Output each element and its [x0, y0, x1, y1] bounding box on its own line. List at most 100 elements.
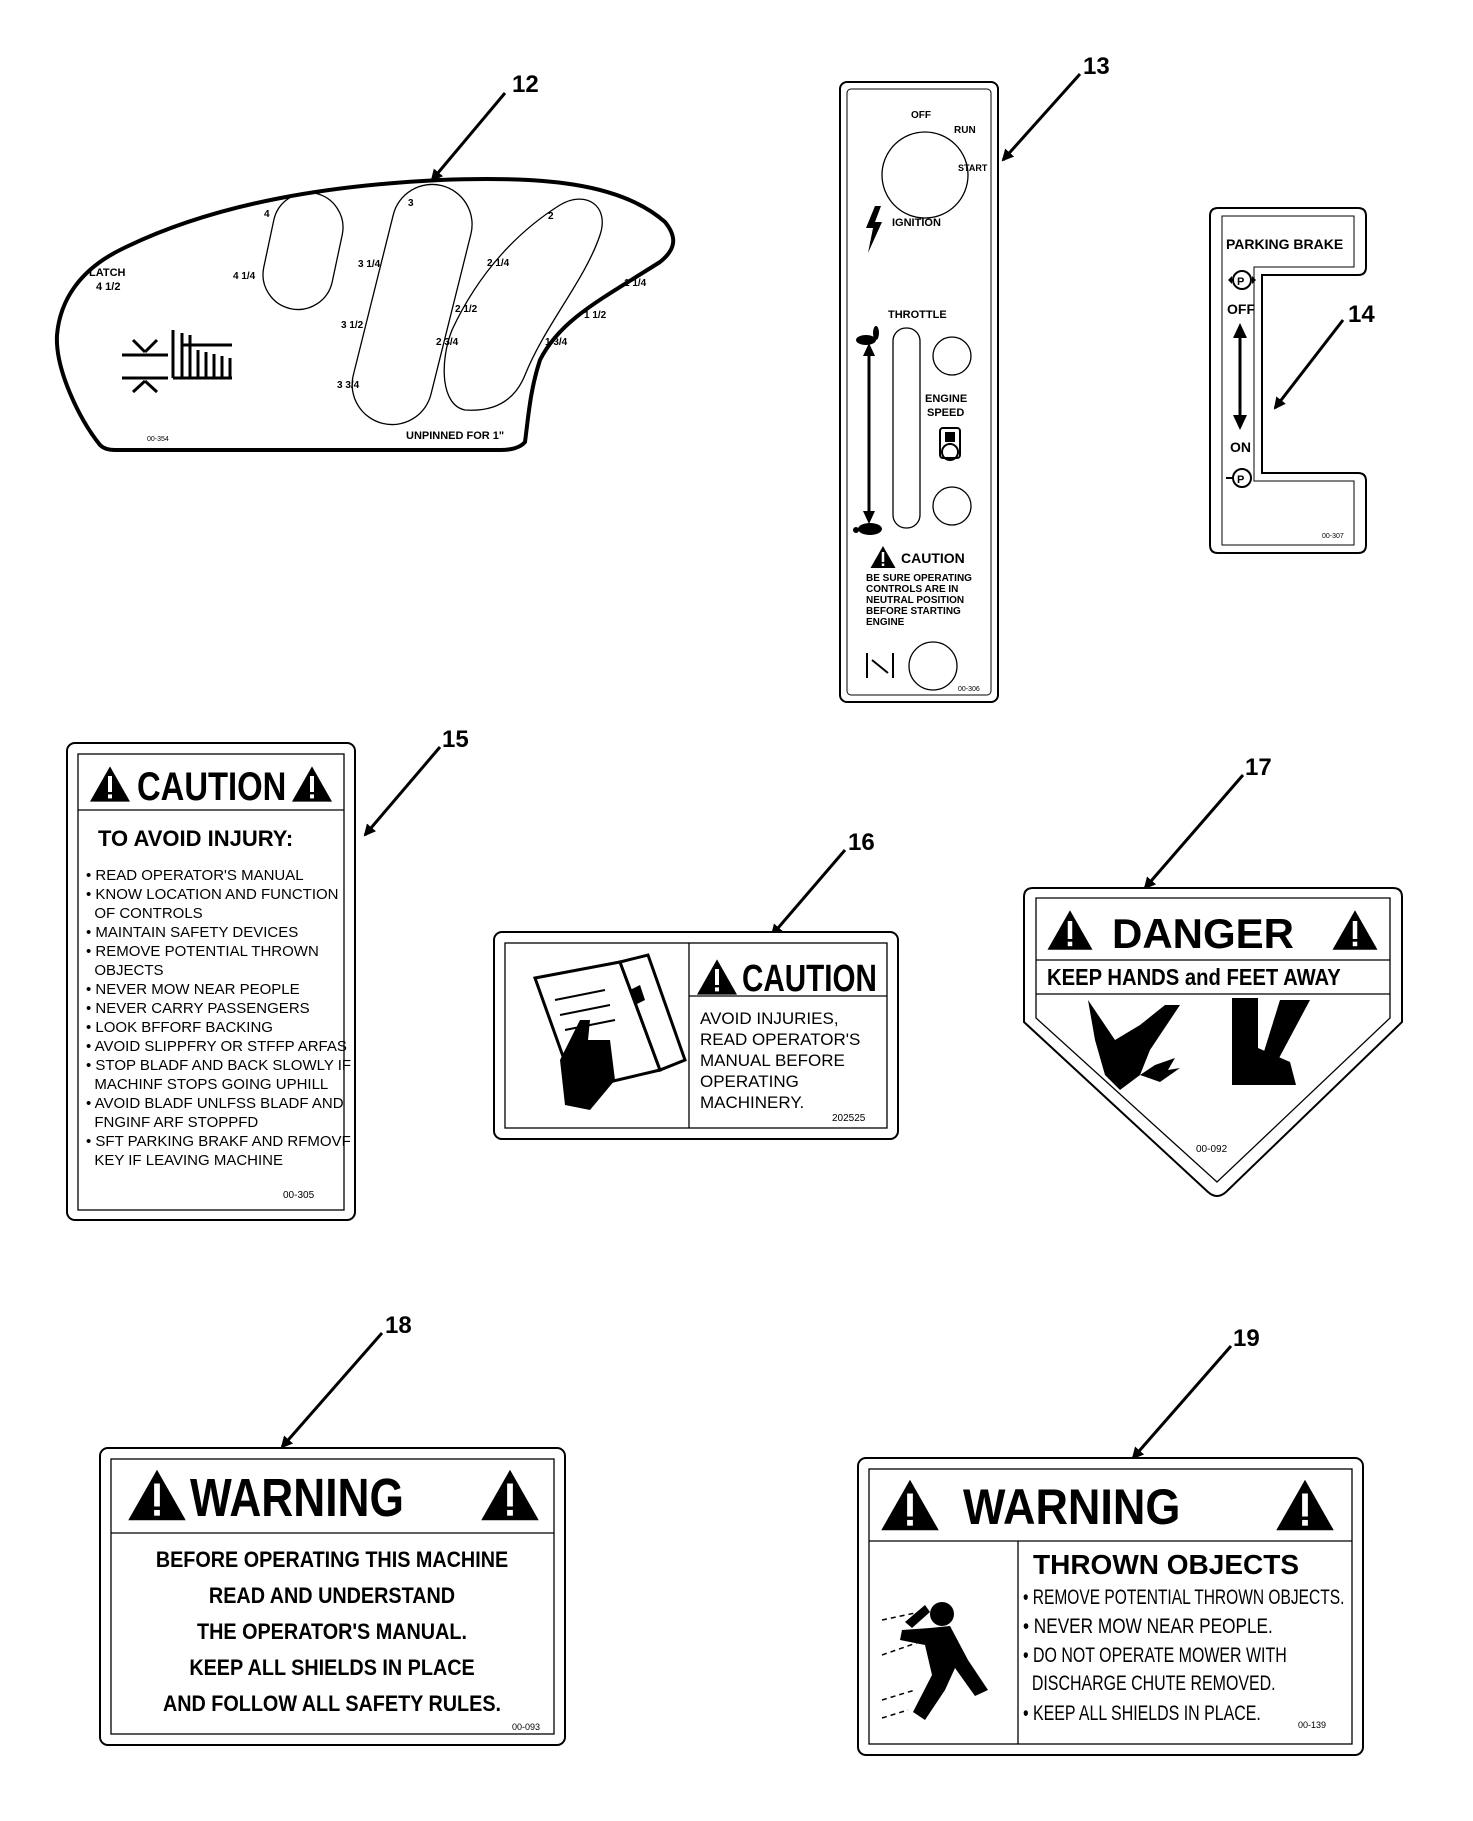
callout-number: 13: [1083, 53, 1110, 80]
callout-number: 12: [512, 71, 539, 98]
decal-inner-border: [846, 88, 992, 696]
lightning-icon: [866, 206, 882, 253]
parking-brake-icon-top: P: [1228, 270, 1256, 290]
instruction-line: AND FOLLOW ALL SAFETY RULES.: [163, 1692, 501, 1716]
caution-line: BE SURE OPERATING: [866, 573, 972, 584]
decal-17-danger-hands-feet: DANGER KEEP HANDS and FEET AWAY 00-092: [1023, 887, 1403, 1197]
callout-arrow: [363, 746, 442, 837]
decal-14-parking-brake: PARKING BRAKE P OFF ON P 00-307: [1209, 207, 1367, 554]
turtle-icon: [853, 523, 882, 535]
hand-blade-icon: [1088, 1000, 1180, 1090]
ignition-key-hole: [881, 131, 969, 219]
throttle-label: THROTTLE: [888, 309, 947, 321]
instruction-line: AVOID INJURIES,: [700, 1009, 839, 1028]
speed-label: SPEED: [927, 407, 964, 419]
height-label: 2 3/4: [436, 337, 459, 348]
decal-code: 00-305: [283, 1190, 315, 1201]
slot-left: [262, 191, 344, 311]
height-label: 4: [264, 209, 270, 220]
callout-arrow: [1001, 72, 1082, 162]
callout-number: 17: [1245, 754, 1272, 781]
list-item: • STOP BLADF AND BACK SLOWLY IF: [86, 1057, 351, 1074]
callout-arrow: [280, 1332, 384, 1449]
list-item: OBJECTS: [86, 962, 164, 979]
instruction-list: • READ OPERATOR'S MANUAL • KNOW LOCATION…: [86, 867, 351, 1169]
subtitle: KEEP HANDS and FEET AWAY: [1047, 964, 1341, 991]
instruction-line: MACHINERY.: [700, 1093, 804, 1112]
list-item: • NEVER MOW NEAR PEOPLE.: [1023, 1616, 1273, 1639]
subtitle: TO AVOID INJURY:: [98, 826, 293, 851]
decal-inner-border: [868, 1468, 1353, 1745]
caution-line: BEFORE STARTING: [866, 606, 961, 617]
decal-12-height-of-cut: LATCH 4 1/2 4 4 1/4 3 3 1/4 3 1/2 3 3/4 …: [54, 176, 676, 452]
instruction-line: OPERATING: [700, 1072, 799, 1091]
callout-arrow: [770, 849, 847, 937]
callout-19: 19: [1131, 1325, 1260, 1460]
list-item: • AVOID BLADF UNLFSS BLADF AND: [86, 1095, 344, 1112]
decal-code: 00-306: [958, 686, 980, 693]
decal-code: 00-354: [147, 436, 169, 443]
run-label: RUN: [954, 125, 976, 136]
off-label: OFF: [1227, 301, 1255, 317]
decal-outline: [54, 176, 676, 452]
thrown-object-person-icon: [881, 1602, 988, 1720]
callout-18: 18: [280, 1312, 412, 1449]
svg-text:P: P: [1237, 474, 1244, 486]
engine-label: ENGINE: [925, 393, 967, 405]
callout-arrow: [430, 92, 507, 182]
height-label: 3 3/4: [337, 380, 360, 391]
decal-16-read-manual: CAUTION AVOID INJURIES, READ OPERATOR'S …: [493, 931, 899, 1140]
rabbit-icon: [856, 326, 879, 345]
decal-outline: [839, 81, 999, 703]
callout-number: 15: [442, 726, 469, 753]
off-label: OFF: [911, 110, 931, 121]
subtitle: THROWN OBJECTS: [1033, 1549, 1299, 1580]
caution-line: ENGINE: [866, 617, 905, 628]
svg-text:P: P: [1237, 276, 1244, 288]
engine-speed-knob-lower: [932, 486, 972, 526]
instruction-line: READ AND UNDERSTAND: [209, 1584, 455, 1608]
list-item: • NEVER CARRY PASSENGERS: [86, 1000, 310, 1017]
parking-brake-title: PARKING BRAKE: [1226, 236, 1343, 252]
list-item: FNGINF ARF STOPPFD: [86, 1114, 258, 1131]
height-label: 2: [548, 211, 554, 222]
decal-code: 202525: [832, 1113, 866, 1124]
warning-header: WARNING: [190, 1468, 404, 1528]
list-item: MACHINF STOPS GOING UPHILL: [86, 1076, 328, 1093]
list-item: KEY IF LEAVING MACHINE: [86, 1152, 283, 1169]
instruction-line: READ OPERATOR'S: [700, 1030, 860, 1049]
callout-number: 19: [1233, 1325, 1260, 1352]
engine-speed-icon: [939, 427, 961, 461]
decal-inner-border: [1221, 215, 1355, 546]
decal-inner-border: [504, 942, 888, 1129]
height-label: 3 1/2: [341, 320, 364, 331]
caution-header: CAUTION: [137, 764, 286, 809]
callout-number: 14: [1348, 301, 1375, 328]
callout-16: 16: [770, 829, 875, 937]
instruction-line: KEEP ALL SHIELDS IN PLACE: [189, 1656, 474, 1680]
height-label: 1 1/2: [584, 310, 607, 321]
list-item: • NEVER MOW NEAR PEOPLE: [86, 981, 300, 998]
manual-book-icon: [532, 953, 687, 1110]
decal-inner-border: [77, 753, 345, 1211]
height-label: 3 1/4: [358, 259, 381, 270]
list-item: • MAINTAIN SAFETY DEVICES: [86, 924, 298, 941]
height-label: 3: [408, 198, 414, 209]
decal-outline: [1209, 207, 1367, 554]
list-item: • SFT PARKING BRAKF AND RFMOVF: [86, 1133, 351, 1150]
decal-inner-border: [110, 1458, 555, 1735]
decal-19-warning-thrown-objects: WARNING THROWN OBJECTS • REMOVE POTENTIA…: [857, 1457, 1364, 1756]
decal-outline: [1023, 887, 1403, 1197]
decal-13-control-panel: OFF RUN START IGNITION THROTTLE ENGINE S…: [839, 81, 999, 703]
height-label: 2 1/2: [455, 304, 478, 315]
decal-outline: [66, 742, 356, 1221]
caution-line: CONTROLS ARE IN: [866, 584, 958, 595]
callout-13: 13: [1001, 53, 1110, 162]
decal-outline: [99, 1447, 566, 1746]
danger-header: DANGER: [1112, 910, 1294, 957]
decal-18-warning-manual: WARNING BEFORE OPERATING THIS MACHINE RE…: [99, 1447, 566, 1746]
instruction-line: THE OPERATOR'S MANUAL.: [197, 1620, 467, 1644]
parking-brake-icon-bottom: P: [1226, 468, 1252, 488]
callout-14: 14: [1273, 301, 1375, 410]
